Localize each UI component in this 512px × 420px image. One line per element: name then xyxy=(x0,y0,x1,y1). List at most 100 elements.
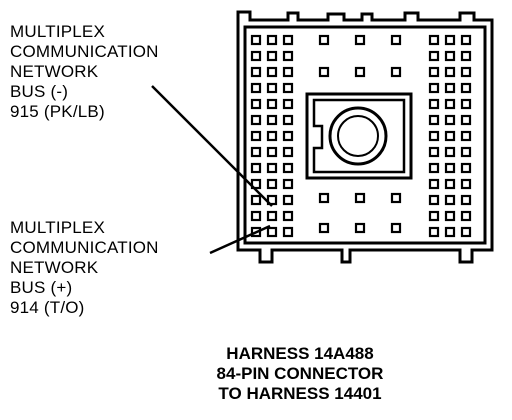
pin-cavity xyxy=(390,34,402,46)
pin-cavity xyxy=(250,82,262,94)
pin-cavity xyxy=(250,130,262,142)
pin-cavity xyxy=(250,50,262,62)
bus-plus-label-line1: MULTIPLEX xyxy=(10,218,106,237)
pin-cavity xyxy=(444,98,456,110)
bus-plus-label-line3: NETWORK xyxy=(10,258,99,277)
pin-cavity xyxy=(460,50,472,62)
pin-cavity xyxy=(318,222,330,234)
pin-cavity xyxy=(460,130,472,142)
pin-cavity xyxy=(282,146,294,158)
pin-cavity xyxy=(282,66,294,78)
pin-cavity xyxy=(428,146,440,158)
pin-cavity xyxy=(282,210,294,222)
pin-cavity xyxy=(460,98,472,110)
pin-cavity xyxy=(428,226,440,238)
bus-minus-label-line1: MULTIPLEX xyxy=(10,22,106,41)
pin-cavity xyxy=(250,162,262,174)
bus-minus-label-line2: COMMUNICATION xyxy=(10,42,159,61)
pin-cavity xyxy=(390,192,402,204)
pin-cavity xyxy=(266,146,278,158)
pin-cavity xyxy=(282,130,294,142)
bus-minus-label-line5: 915 (PK/LB) xyxy=(10,102,105,121)
pin-cavity xyxy=(250,226,262,238)
leader-line-bus-plus xyxy=(209,224,271,255)
pin-cavity xyxy=(460,82,472,94)
pin-cavity xyxy=(250,210,262,222)
pin-cavity xyxy=(444,66,456,78)
pin-cavity xyxy=(266,98,278,110)
pin-cavity xyxy=(460,226,472,238)
pin-cavity xyxy=(266,114,278,126)
pin-cavity xyxy=(318,34,330,46)
caption-line3: TO HARNESS 14401 xyxy=(218,384,382,403)
bus-plus-label: MULTIPLEX COMMUNICATION NETWORK BUS (+) … xyxy=(10,218,159,318)
pin-cavity xyxy=(318,66,330,78)
pin-cavity xyxy=(460,146,472,158)
pin-cavity xyxy=(282,34,294,46)
pin-cavity xyxy=(354,222,366,234)
pin-cavity xyxy=(354,34,366,46)
pin-cavity xyxy=(282,162,294,174)
pin-cavity xyxy=(444,178,456,190)
pin-cavity xyxy=(354,192,366,204)
pin-cavity xyxy=(282,50,294,62)
pin-cavity xyxy=(250,114,262,126)
bus-minus-label-line4: BUS (-) xyxy=(10,82,69,101)
pin-cavity xyxy=(444,146,456,158)
pin-cavity xyxy=(282,82,294,94)
pin-cavity xyxy=(250,66,262,78)
pin-cavity xyxy=(444,82,456,94)
pin-cavity xyxy=(250,34,262,46)
pin-cavity xyxy=(444,34,456,46)
pin-cavity xyxy=(428,162,440,174)
caption-line2: 84-PIN CONNECTOR xyxy=(216,364,384,383)
pin-cavity xyxy=(266,50,278,62)
pin-cavity xyxy=(250,98,262,110)
pin-cavity xyxy=(282,226,294,238)
center-key-socket xyxy=(305,92,413,180)
pin-cavity xyxy=(266,66,278,78)
pin-cavity xyxy=(266,34,278,46)
pin-cavity xyxy=(390,66,402,78)
pin-cavity xyxy=(250,194,262,206)
pin-cavity xyxy=(444,210,456,222)
pin-cavity xyxy=(266,178,278,190)
pin-cavity xyxy=(444,194,456,206)
pin-cavity xyxy=(428,114,440,126)
connector-housing xyxy=(236,10,494,264)
pin-cavity xyxy=(428,98,440,110)
bus-minus-label-line3: NETWORK xyxy=(10,62,99,81)
pin-cavity xyxy=(318,192,330,204)
diagram-caption: HARNESS 14A488 84-PIN CONNECTOR TO HARNE… xyxy=(150,344,450,404)
pin-cavity xyxy=(266,82,278,94)
pin-cavity xyxy=(266,210,278,222)
pin-cavity xyxy=(460,66,472,78)
leader-line-bus-minus xyxy=(151,85,273,207)
bus-plus-label-line2: COMMUNICATION xyxy=(10,238,159,257)
pin-cavity xyxy=(428,210,440,222)
pin-cavity xyxy=(428,50,440,62)
pin-cavity xyxy=(282,98,294,110)
pin-cavity xyxy=(428,194,440,206)
pin-cavity xyxy=(444,114,456,126)
pin-cavity xyxy=(460,210,472,222)
pin-cavity xyxy=(428,178,440,190)
pin-cavity xyxy=(444,50,456,62)
pin-cavity xyxy=(428,82,440,94)
pin-cavity xyxy=(354,66,366,78)
pin-cavity xyxy=(266,194,278,206)
pin-cavity xyxy=(460,178,472,190)
pin-cavity xyxy=(460,162,472,174)
pin-cavity xyxy=(460,34,472,46)
pin-cavity xyxy=(428,66,440,78)
pin-cavity xyxy=(444,162,456,174)
pin-cavity xyxy=(390,222,402,234)
pin-cavity xyxy=(282,178,294,190)
pin-cavity xyxy=(266,226,278,238)
pin-cavity xyxy=(266,162,278,174)
pin-cavity xyxy=(460,114,472,126)
pin-cavity xyxy=(428,130,440,142)
pin-cavity xyxy=(250,178,262,190)
pin-cavity xyxy=(266,130,278,142)
